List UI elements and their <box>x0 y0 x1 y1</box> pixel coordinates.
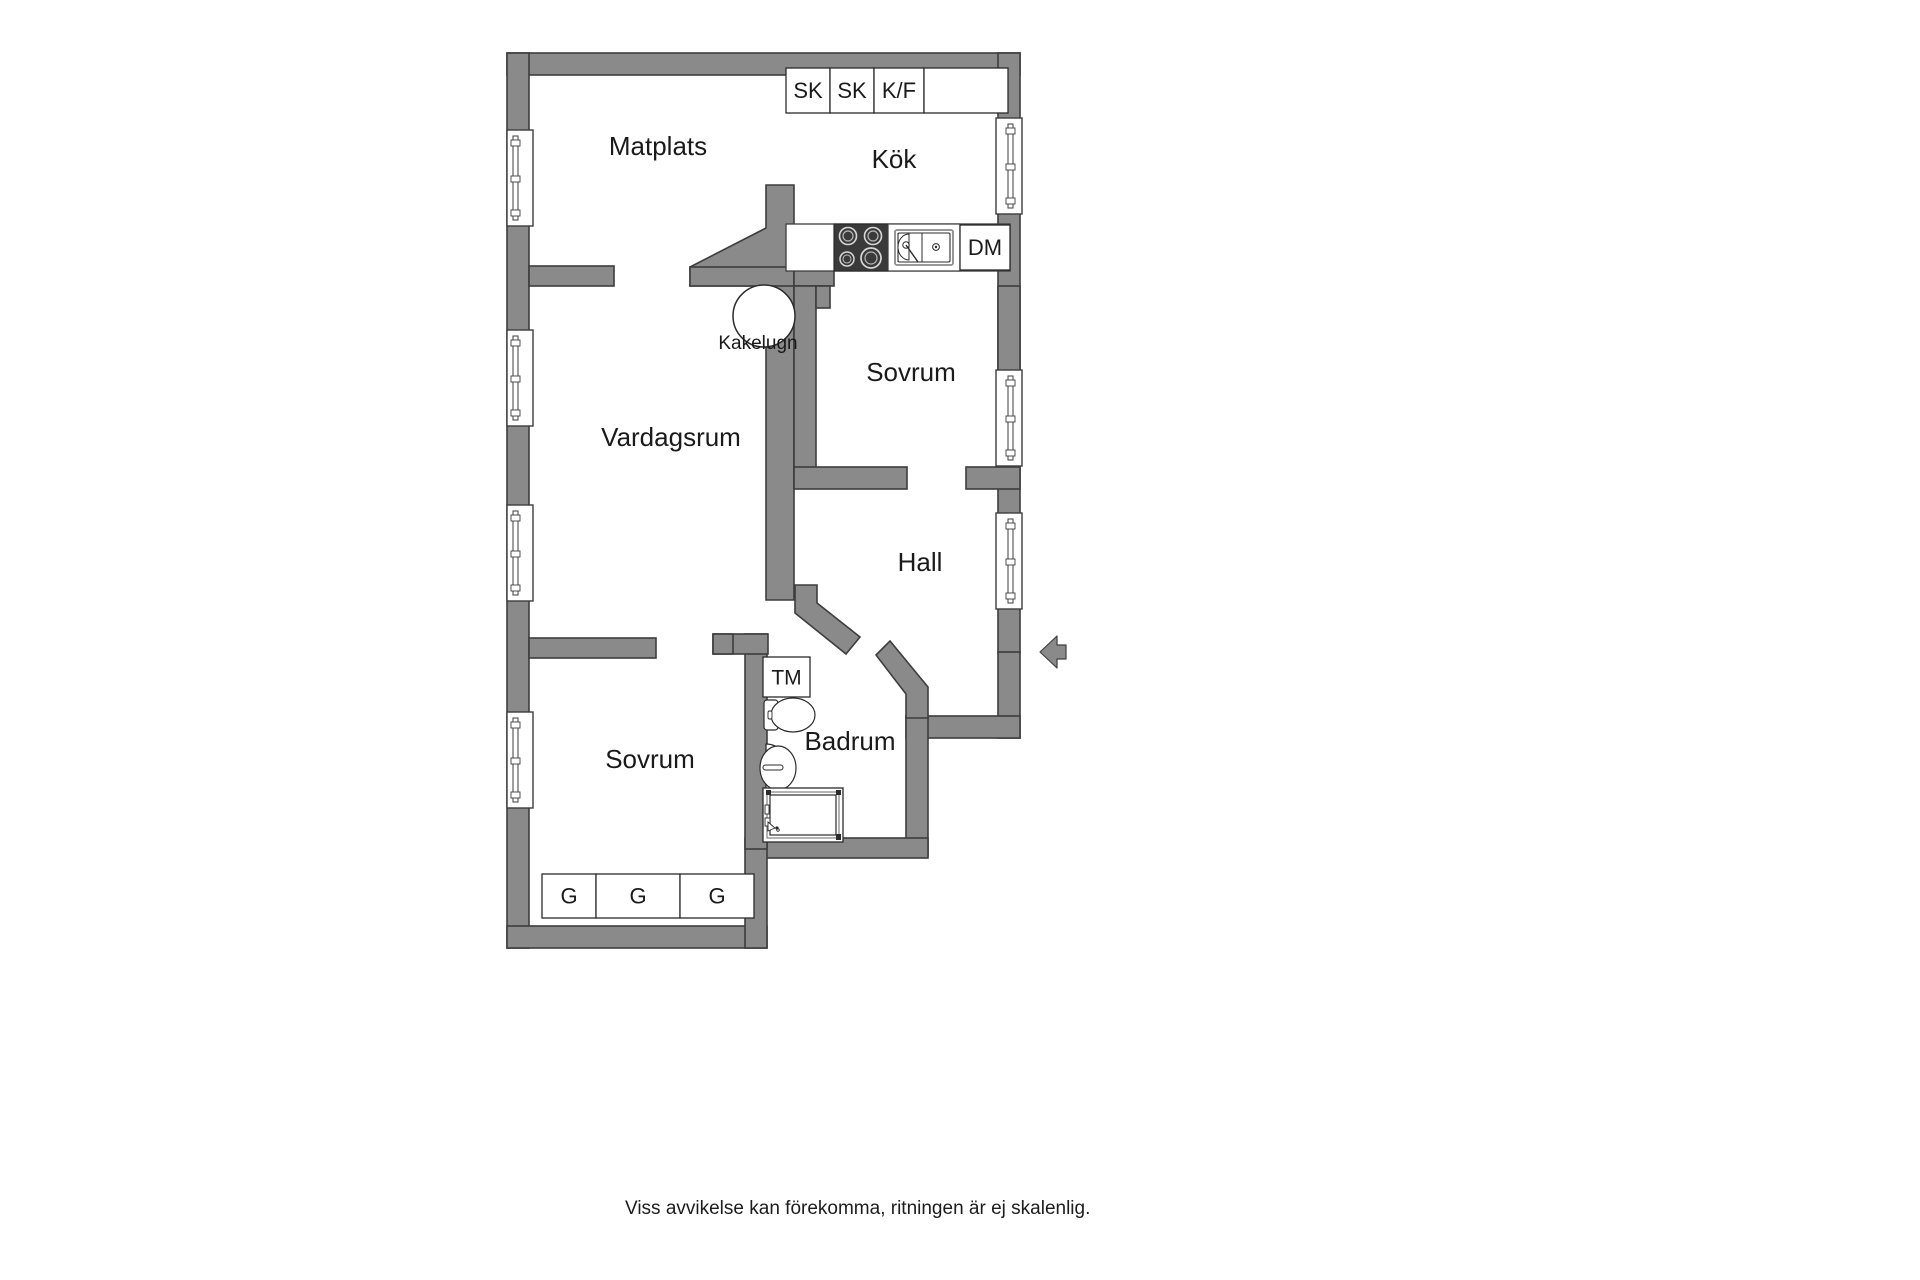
wall-badrum-right <box>905 715 929 857</box>
wall-sovrum1-top-jog <box>815 285 831 309</box>
wall-stub-matplats <box>528 265 615 287</box>
fixture-box-sk-2: SK <box>829 67 875 114</box>
fixture-box-label: TM <box>771 666 801 689</box>
fixture-box-outline <box>595 873 681 919</box>
fixture-box-label: G <box>708 884 725 909</box>
fixture-box-label: SK <box>793 78 823 103</box>
fixture-box-outline <box>873 67 925 114</box>
fixture-box-outline <box>923 67 1009 114</box>
fixture-box-label: G <box>629 884 646 909</box>
toilet <box>763 697 816 733</box>
fixture-box-blank <box>923 67 1009 114</box>
fixture-box-dm: DM <box>959 224 1011 271</box>
fixture-box-outline <box>785 67 831 114</box>
wall-hall-upper-right-nub <box>965 466 1021 490</box>
room-label-hall: Hall <box>898 547 943 577</box>
washbasin <box>759 743 797 793</box>
fixture-box-sk-1: SK <box>785 67 831 114</box>
fixture-box-outline <box>679 873 755 919</box>
fixture-box-outline <box>959 224 1011 271</box>
fixture-box-kf: K/F <box>873 67 925 114</box>
fixture-box-label: G <box>560 884 577 909</box>
wall-sovrum1-right-upper <box>997 285 1021 377</box>
window-right-1 <box>995 117 1023 215</box>
room-label-vardagsrum: Vardagsrum <box>601 422 741 452</box>
fixture-box-label: K/F <box>882 78 916 103</box>
wall-sovrum1-bottom <box>793 466 908 490</box>
room-label-sovrum-1: Sovrum <box>866 357 956 387</box>
fixture-box-outline <box>762 656 811 698</box>
wall-outer-bottom <box>506 925 768 949</box>
window-left-2 <box>506 329 534 427</box>
wall-sovrum1-left <box>793 285 817 487</box>
kitchen-sink <box>887 223 961 272</box>
shower-cabin <box>762 787 844 843</box>
fixture-box-g-2: G <box>595 873 681 919</box>
window-left-3 <box>506 504 534 602</box>
fixture-box-tm: TM <box>762 656 811 698</box>
window-right-2 <box>995 369 1023 467</box>
fixture-box-label: DM <box>968 235 1002 260</box>
kakelugn-circle <box>732 284 796 348</box>
wall-badrum-top-nub <box>712 633 734 655</box>
labelled-fixture-boxes: SK SK K/F DM TM G G G <box>541 67 1011 919</box>
wall-hall-door-jamb-lower <box>874 639 929 719</box>
stove-cooktop <box>833 223 889 272</box>
wall-kakelugn-arm-left <box>689 266 795 287</box>
entrance-arrow <box>1039 635 1067 669</box>
windows-group <box>506 117 1023 809</box>
room-label-sovrum-2: Sovrum <box>605 744 695 774</box>
room-label-matplats: Matplats <box>609 131 707 161</box>
window-left-1 <box>506 129 534 227</box>
fixture-box-g-1: G <box>541 873 597 919</box>
fixture-box-g-3: G <box>679 873 755 919</box>
bathroom-fixtures <box>759 697 844 843</box>
fixture-box-outline <box>541 873 597 919</box>
room-label-badrum: Badrum <box>804 726 895 756</box>
wall-hall-door-jamb-upper <box>794 584 862 656</box>
fixture-box-label: SK <box>837 78 867 103</box>
room-label-kok: Kök <box>872 144 918 174</box>
wall-stub-sovrum2-top <box>528 637 657 659</box>
room-label-kakelugn: Kakelugn <box>718 333 797 354</box>
disclaimer-caption: Viss avvikelse kan förekomma, ritningen … <box>625 1198 1091 1219</box>
window-right-3 <box>995 512 1023 610</box>
window-left-4 <box>506 711 534 809</box>
